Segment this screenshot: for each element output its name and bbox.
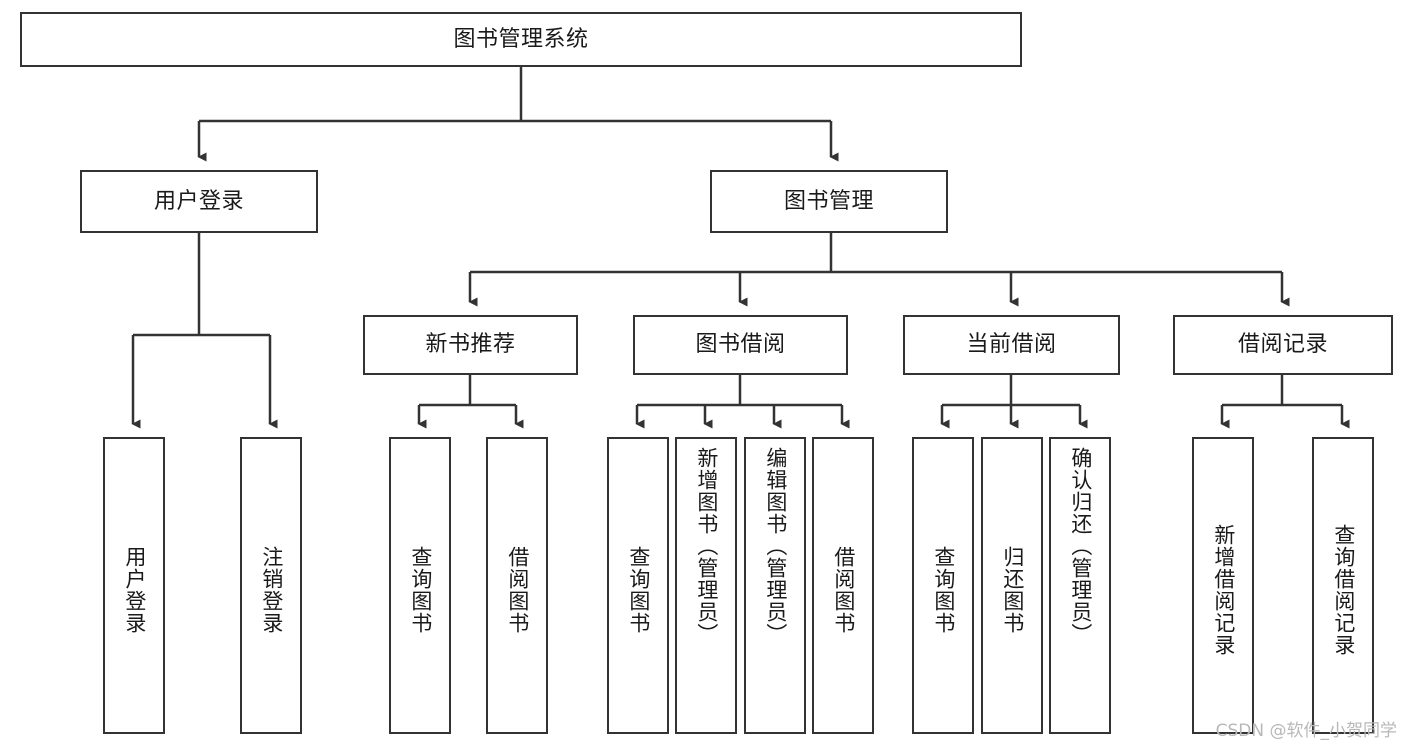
node-leaf-query-record[interactable]: 查询借阅记录	[1312, 437, 1374, 734]
node-leaf-return-book-label: 归还图书	[1000, 545, 1025, 634]
watermark-text: CSDN @软件_小贺同学	[1215, 721, 1397, 741]
node-leaf-query-book-3-label: 查询图书	[931, 545, 956, 634]
node-leaf-add-book[interactable]: 新增图书（管理员）	[675, 437, 737, 734]
node-leaf-query-book-2-label: 查询图书	[626, 545, 651, 634]
node-leaf-query-book-3[interactable]: 查询图书	[912, 437, 974, 734]
node-leaf-query-book-2[interactable]: 查询图书	[607, 437, 669, 734]
node-leaf-edit-book-label: 编辑图书（管理员）	[763, 447, 788, 645]
node-book-borrow[interactable]: 图书借阅	[633, 315, 848, 375]
node-new-book-rec[interactable]: 新书推荐	[363, 315, 578, 375]
node-book-manage[interactable]: 图书管理	[710, 170, 948, 233]
node-leaf-logout[interactable]: 注销登录	[240, 437, 302, 734]
node-leaf-confirm-return[interactable]: 确认归还（管理员）	[1049, 437, 1111, 734]
node-borrow-record[interactable]: 借阅记录	[1173, 315, 1393, 375]
node-user-login-label: 用户登录	[153, 188, 244, 214]
node-root[interactable]: 图书管理系统	[20, 12, 1022, 67]
node-leaf-user-login-label: 用户登录	[122, 545, 147, 634]
node-leaf-edit-book[interactable]: 编辑图书（管理员）	[744, 437, 806, 734]
node-leaf-add-record[interactable]: 新增借阅记录	[1192, 437, 1254, 734]
node-book-manage-label: 图书管理	[783, 188, 874, 214]
node-leaf-user-login[interactable]: 用户登录	[103, 437, 165, 734]
node-leaf-borrow-book-1-label: 借阅图书	[505, 545, 530, 634]
node-borrow-record-label: 借阅记录	[1237, 332, 1328, 358]
node-current-borrow[interactable]: 当前借阅	[903, 315, 1120, 375]
node-leaf-borrow-book-1[interactable]: 借阅图书	[486, 437, 548, 734]
node-leaf-query-record-label: 查询借阅记录	[1331, 523, 1356, 656]
node-current-borrow-label: 当前借阅	[966, 332, 1057, 358]
node-book-borrow-label: 图书借阅	[695, 332, 786, 358]
node-new-book-rec-label: 新书推荐	[425, 332, 516, 358]
node-leaf-return-book[interactable]: 归还图书	[981, 437, 1043, 734]
node-user-login[interactable]: 用户登录	[80, 170, 318, 233]
node-leaf-add-book-label: 新增图书（管理员）	[694, 447, 719, 645]
node-leaf-borrow-book-2[interactable]: 借阅图书	[812, 437, 874, 734]
node-leaf-query-book-1[interactable]: 查询图书	[389, 437, 451, 734]
node-root-label: 图书管理系统	[453, 26, 589, 52]
node-leaf-query-book-1-label: 查询图书	[408, 545, 433, 634]
node-leaf-add-record-label: 新增借阅记录	[1211, 523, 1236, 656]
node-leaf-borrow-book-2-label: 借阅图书	[831, 545, 856, 634]
node-leaf-logout-label: 注销登录	[259, 545, 284, 634]
node-leaf-confirm-return-label: 确认归还（管理员）	[1068, 447, 1093, 645]
